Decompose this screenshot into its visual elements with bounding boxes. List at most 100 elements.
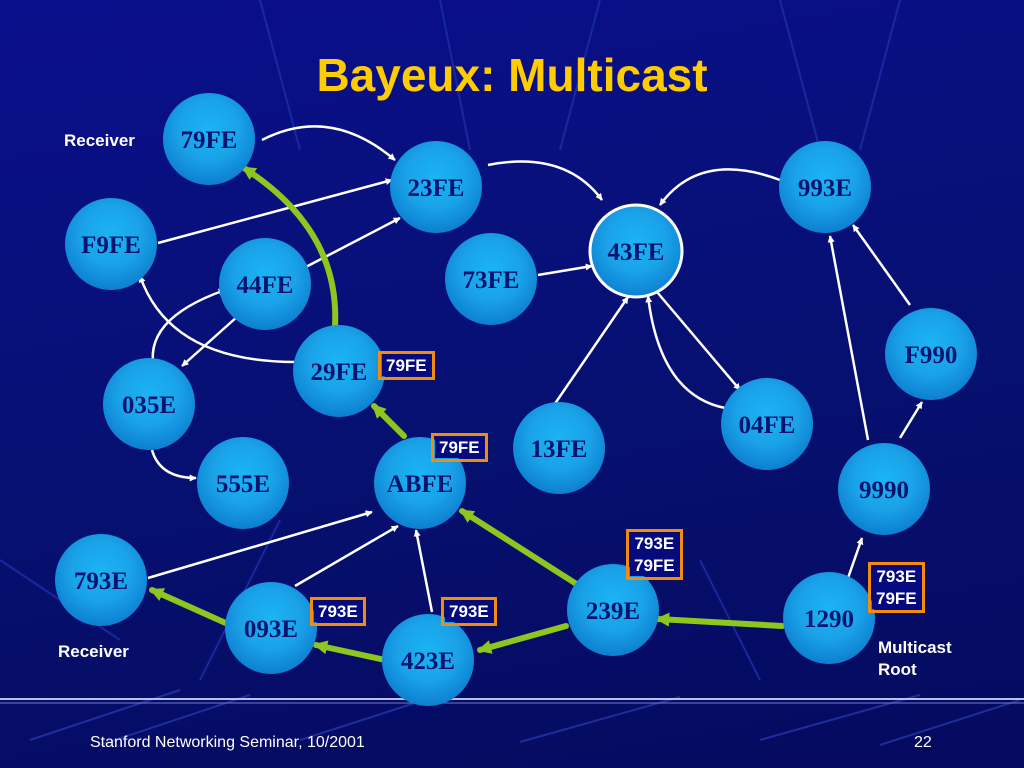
routing-tag-1290: 793E 79FE — [868, 562, 925, 613]
tag-entry: 79FE — [872, 588, 921, 609]
routing-tag-ABFE: 79FE — [431, 433, 488, 462]
node-label: 239E — [586, 598, 640, 625]
node-circle — [445, 233, 537, 325]
edge-29FE-F9FE — [138, 275, 297, 364]
node-793E: 793E — [55, 534, 147, 626]
node-43FE: 43FE — [588, 203, 684, 299]
node-label: 035E — [122, 392, 176, 419]
node-73FE: 73FE — [445, 233, 537, 325]
node-circle — [103, 358, 195, 450]
node-circle — [390, 141, 482, 233]
routing-tag-423E: 793E — [441, 597, 497, 626]
routing-tag-29FE: 79FE — [378, 351, 435, 380]
node-label: 793E — [74, 568, 128, 595]
node-13FE: 13FE — [513, 402, 605, 494]
node-423E: 423E — [382, 614, 474, 706]
node-label: 423E — [401, 648, 455, 675]
node-23FE: 23FE — [390, 141, 482, 233]
node-555E: 555E — [197, 437, 289, 529]
node-1290: 1290 — [783, 572, 875, 664]
node-circle — [783, 572, 875, 664]
node-04FE: 04FE — [721, 378, 813, 470]
node-circle — [567, 564, 659, 656]
node-label: 13FE — [531, 436, 588, 463]
receiver-label-top: Receiver — [64, 131, 135, 150]
node-9990: 9990 — [838, 443, 930, 535]
node-circle — [197, 437, 289, 529]
node-circle — [225, 582, 317, 674]
node-circle — [885, 308, 977, 400]
node-circle — [65, 198, 157, 290]
node-label: 73FE — [463, 267, 520, 294]
edge-F990-993E — [851, 224, 912, 306]
multicast-root-label: Multicast Root — [878, 638, 952, 679]
node-label: 79FE — [181, 127, 238, 154]
node-circle — [588, 203, 684, 299]
node-circle — [163, 93, 255, 185]
tag-entry: 793E — [872, 566, 921, 587]
footer-text: Stanford Networking Seminar, 10/2001 — [90, 734, 365, 751]
multicast-edge-1290-239E — [655, 612, 785, 629]
node-label: 44FE — [237, 272, 294, 299]
edge-035E-555E — [150, 449, 197, 482]
edge-793E-ABFE — [147, 510, 373, 580]
multicast-edge-423E-093E — [313, 640, 388, 663]
routing-tag-239E: 793E 79FE — [626, 529, 683, 580]
node-label: 9990 — [859, 477, 909, 504]
tag-entry: 793E — [630, 533, 679, 554]
node-label: 093E — [244, 616, 298, 643]
node-44FE: 44FE — [219, 238, 311, 330]
node-label: 1290 — [804, 606, 854, 633]
node-label: 04FE — [739, 412, 796, 439]
edge-13FE-43FE — [550, 296, 630, 409]
multicast-edge-093E-793E — [149, 587, 233, 628]
edge-9990-F990 — [898, 401, 924, 439]
edge-73FE-43FE — [537, 263, 593, 277]
node-label: 23FE — [408, 175, 465, 202]
edge-9990-993E — [827, 235, 870, 441]
edge-79FE-23FE — [261, 125, 396, 161]
routing-tag-093E: 793E — [310, 597, 366, 626]
node-circle — [382, 614, 474, 706]
node-circle — [293, 325, 385, 417]
node-label: ABFE — [387, 471, 454, 498]
edge-44FE-23FE — [299, 216, 401, 272]
page-number: 22 — [914, 734, 932, 751]
tag-entry: 79FE — [435, 437, 484, 458]
node-circle — [779, 141, 871, 233]
multicast-edge-ABFE-29FE — [371, 403, 407, 439]
slide-title: Bayeux: Multicast — [316, 49, 708, 101]
node-label: 993E — [798, 175, 852, 202]
node-circle — [219, 238, 311, 330]
tag-entry: 793E — [445, 601, 493, 622]
edge-F9FE-23FE — [157, 178, 393, 245]
tag-entry: 79FE — [382, 355, 431, 376]
edge-44FE-035E — [181, 315, 239, 367]
node-ABFE: ABFE — [374, 437, 466, 529]
node-F9FE: F9FE — [65, 198, 157, 290]
node-label: 555E — [216, 471, 270, 498]
node-label: F9FE — [81, 232, 141, 259]
tag-entry: 79FE — [630, 555, 679, 576]
edge-423E-ABFE — [413, 529, 434, 613]
edge-23FE-43FE — [487, 160, 604, 201]
receiver-label-bottom: Receiver — [58, 642, 129, 661]
multicast-edge-239E-ABFE — [459, 508, 581, 588]
node-79FE: 79FE — [163, 93, 255, 185]
node-circle — [721, 378, 813, 470]
edge-1290-9990 — [846, 537, 864, 579]
node-circle — [513, 402, 605, 494]
node-label: F990 — [905, 342, 958, 369]
edge-993E-43FE — [658, 168, 781, 206]
multicast-edge-239E-423E — [477, 623, 569, 654]
tag-entry: 793E — [314, 601, 362, 622]
edge-04FE-43FE — [645, 295, 726, 410]
node-circle — [838, 443, 930, 535]
multicast-edge-29FE-79FE — [241, 165, 339, 329]
node-label: 43FE — [608, 239, 665, 266]
node-29FE: 29FE — [293, 325, 385, 417]
node-circle — [55, 534, 147, 626]
node-F990: F990 — [885, 308, 977, 400]
